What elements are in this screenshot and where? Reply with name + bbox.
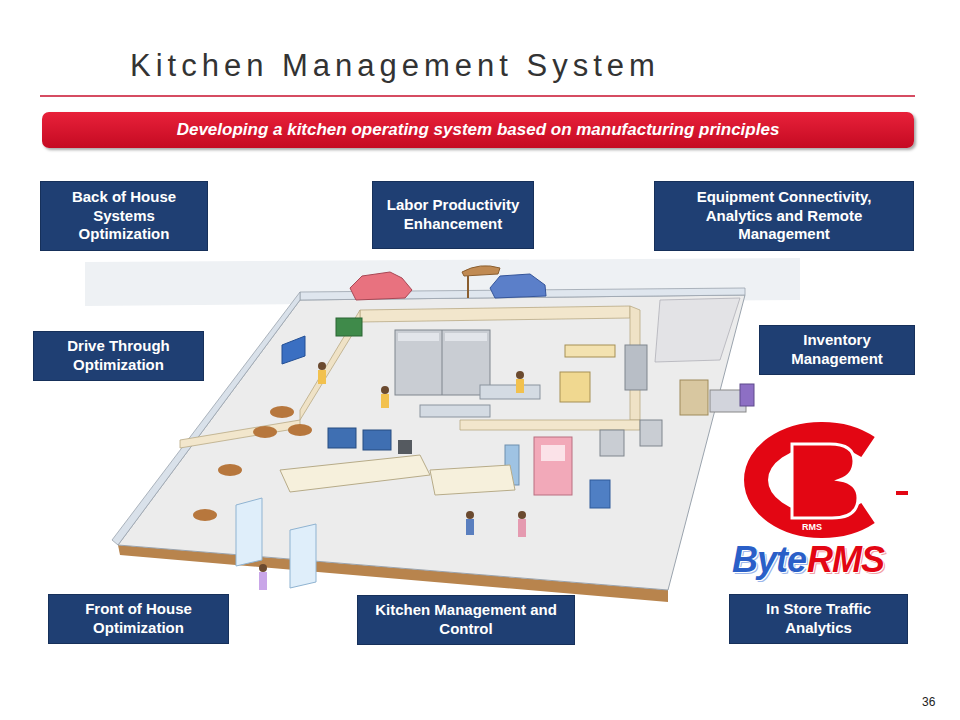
feature-box: Inventory Management [759,325,915,375]
dining-tables-part [288,424,312,436]
front-counter-part [398,440,412,454]
cars-part [350,272,412,300]
front-counter-part [363,430,391,450]
front-counter-part [328,428,356,448]
people-part [516,371,524,379]
drive-through-window [282,318,362,364]
feature-box: Drive Through Optimization [33,331,204,381]
byterms-logo [726,434,934,584]
entrance-doors [236,498,316,588]
delivery-truck-part [740,384,754,406]
order-kiosk [534,437,610,508]
box-text: Labor Productivity Enhancement [380,196,526,234]
interior-walls-part [180,420,300,448]
shelves-part [560,372,590,402]
dining-tables-part [218,464,242,476]
shelves [560,345,708,456]
page-number: 36 [922,695,935,709]
byterms-logo-part [792,444,858,518]
slide-title: Kitchen Management System [130,48,660,84]
restaurant-floor [112,288,745,602]
restaurant-floor-part [118,295,745,590]
order-kiosk-part [541,445,565,461]
box-text: Inventory Management [767,331,907,369]
front-counter-part [280,455,430,492]
kitchen-counters-part [420,405,490,417]
byterms-logo-part [896,491,908,495]
shelves-part [565,345,615,357]
shelves-part [625,345,647,390]
logo-text: RMS [807,539,884,581]
order-kiosk-part [590,480,610,508]
kitchen-counters-part [480,385,540,399]
feature-box: Front of House Optimization [48,594,229,644]
drive-through-window-part [336,318,362,336]
cars-part [462,266,500,276]
subtitle-banner: Developing a kitchen operating system ba… [42,112,914,148]
freezers-part [395,330,490,395]
delivery-truck [710,384,754,412]
restaurant-floor-part [112,292,300,545]
logo-text: Byte [732,539,806,581]
box-text: Kitchen Management and Control [365,601,567,639]
people-part [259,572,267,590]
people-part [318,362,326,370]
people-part [381,386,389,394]
people-part [466,511,474,519]
cars-part [490,274,546,298]
people-part [466,519,474,535]
box-text: Equipment Connectivity, Analytics and Re… [662,188,906,244]
people-part [381,394,389,408]
feature-box: Kitchen Management and Control [357,595,575,645]
shelves-part [680,380,708,415]
people-part [318,370,326,384]
feature-box: In Store Traffic Analytics [729,594,908,644]
freezers-part [398,333,439,341]
box-text: Front of House Optimization [56,600,221,638]
dining-tables-part [270,406,294,418]
box-text: In Store Traffic Analytics [737,600,900,638]
feature-box: Labor Productivity Enhancement [372,181,534,249]
interior-walls-part [360,306,630,322]
entrance-doors-part [290,524,316,588]
freezers [395,330,490,395]
front-counter-part [430,465,515,495]
interior-walls-part [655,298,740,362]
box-text: Back of House Systems Optimization [48,188,200,244]
people-part [518,511,526,519]
people-part [516,379,524,393]
title-rule [40,95,915,97]
freezers-part [442,330,443,395]
people-part [259,564,267,572]
feature-box: Equipment Connectivity, Analytics and Re… [654,181,914,251]
order-kiosk-part [534,437,572,495]
cars-part [467,276,469,298]
box-text: Developing a kitchen operating system ba… [177,120,780,140]
interior-walls-part [460,420,640,430]
dining-tables-part [253,426,277,438]
logo-text: RMS [802,522,822,532]
drive-through-window-part [282,336,305,364]
cars [350,266,546,300]
feature-box: Back of House Systems Optimization [40,181,208,251]
interior-walls [180,298,740,448]
box-text: Drive Through Optimization [41,337,196,375]
people [259,362,526,590]
front-counter [280,428,515,495]
entrance-doors-part [236,498,262,566]
byterms-logo-part [756,434,868,526]
dining-tables-part [193,509,217,521]
shelves-part [640,420,662,446]
people-part [518,519,526,537]
freezers-part [445,333,487,341]
shelves-part [600,430,624,456]
byterms-logo-part [726,538,934,584]
